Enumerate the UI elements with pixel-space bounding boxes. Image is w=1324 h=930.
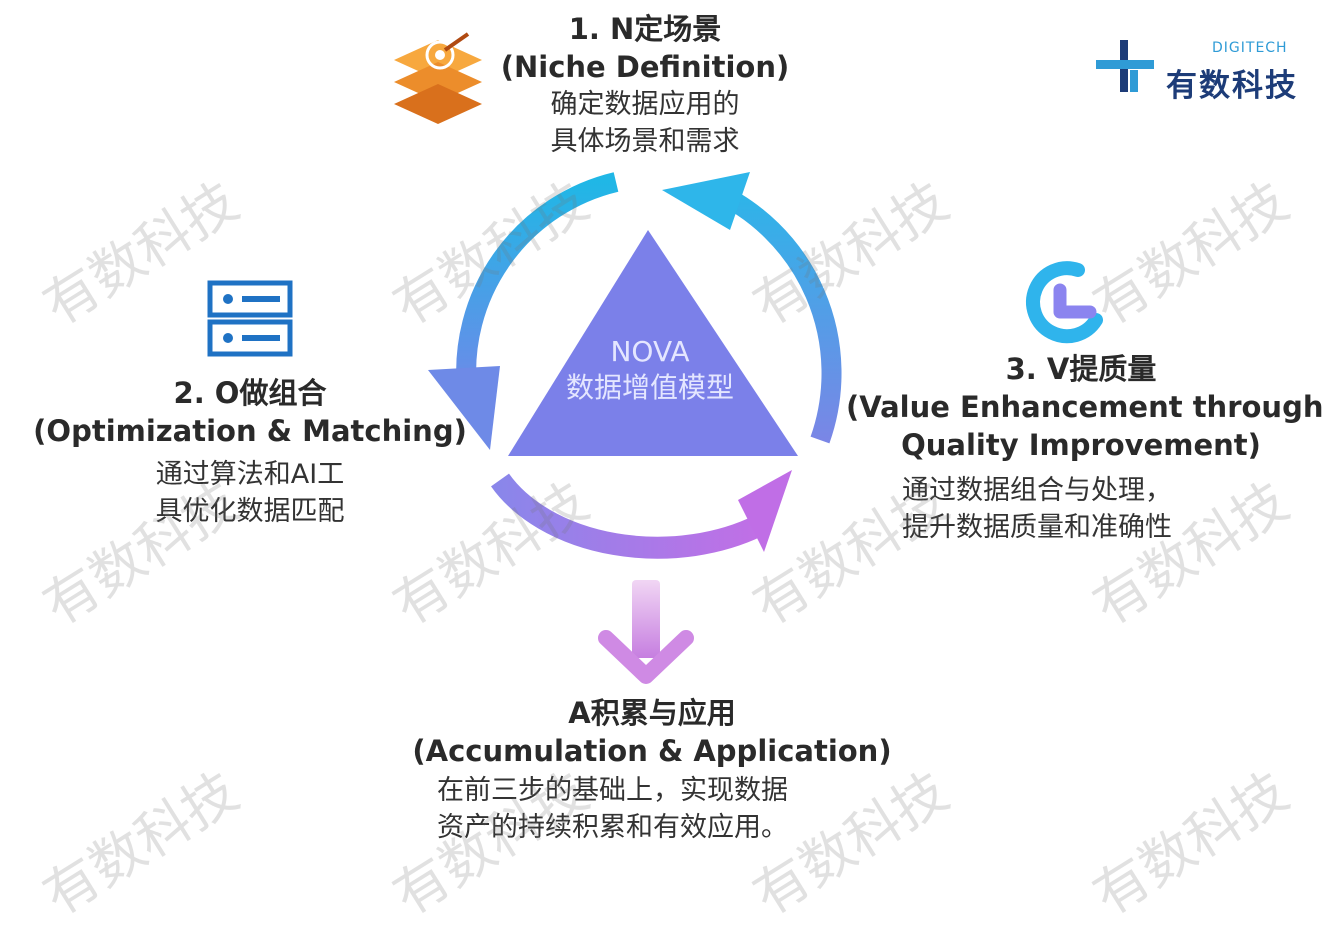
nova-triangle <box>508 230 798 456</box>
step-niche-subtitle: (Niche Definition) <box>500 50 790 84</box>
nova-diagram: NOVA 数据增值模型 1. N定场景 (Niche Definition) 确… <box>30 10 1324 928</box>
step-value-desc-1: 通过数据组合与处理， <box>902 475 1172 506</box>
brand-logo-icon <box>1096 40 1154 92</box>
step-optimization: 2. O做组合 (Optimization & Matching) 通过算法和A… <box>30 374 470 530</box>
step-niche-title: 1. N定场景 <box>568 12 722 46</box>
arrowhead-left <box>428 366 500 450</box>
quality-ring-icon <box>1026 261 1103 344</box>
step-value-desc: 通过数据组合与处理， 提升数据质量和准确性 <box>902 472 1222 546</box>
arc-upper-left <box>456 172 619 391</box>
step-optimization-subtitle: (Optimization & Matching) <box>33 414 467 448</box>
step-accumulation-title: A积累与应用 <box>568 696 736 730</box>
step-optimization-desc-2: 具优化数据匹配 <box>155 496 345 527</box>
step-accumulation-desc-2: 资产的持续积累和有效应用。 <box>437 812 788 843</box>
step-value-subtitle-2: Quality Improvement) <box>901 428 1261 462</box>
arc-upper-right <box>707 180 842 444</box>
center-title: NOVA <box>610 335 690 368</box>
step-value-subtitle-1: (Value Enhancement through <box>846 390 1324 424</box>
layers-target-icon <box>394 32 482 124</box>
center-subtitle: 数据增值模型 <box>565 371 734 404</box>
arrowhead-top <box>662 172 750 230</box>
step-accumulation-desc-1: 在前三步的基础上，实现数据 <box>437 775 788 806</box>
step-niche: 1. N定场景 (Niche Definition) 确定数据应用的 具体场景和… <box>480 10 810 160</box>
step-optimization-desc-1: 通过算法和AI工 <box>155 459 345 490</box>
cycle-graphic <box>207 32 1154 684</box>
center-label: NOVA 数据增值模型 <box>540 334 760 406</box>
arc-bottom <box>491 473 765 559</box>
step-accumulation-subtitle: (Accumulation & Application) <box>412 734 892 768</box>
server-icon <box>207 280 293 357</box>
step-optimization-title: 2. O做组合 <box>173 376 327 410</box>
step-niche-desc-1: 确定数据应用的 <box>550 89 740 120</box>
brand-sub: DIGITECH <box>1212 40 1288 56</box>
step-value-desc-2: 提升数据质量和准确性 <box>902 512 1172 543</box>
step-niche-desc-2: 具体场景和需求 <box>550 126 740 157</box>
step-value: 3. V提质量 (Value Enhancement through Quali… <box>846 350 1324 464</box>
down-arrow-head <box>598 630 694 684</box>
brand-name: 有数科技 <box>1166 68 1298 104</box>
step-accumulation: A积累与应用 (Accumulation & Application) <box>402 694 902 770</box>
step-accumulation-desc: 在前三步的基础上，实现数据 资产的持续积累和有效应用。 <box>437 772 857 846</box>
down-arrow-shaft <box>632 580 660 658</box>
step-value-title: 3. V提质量 <box>1005 352 1157 386</box>
arrowhead-bottom <box>738 470 792 552</box>
